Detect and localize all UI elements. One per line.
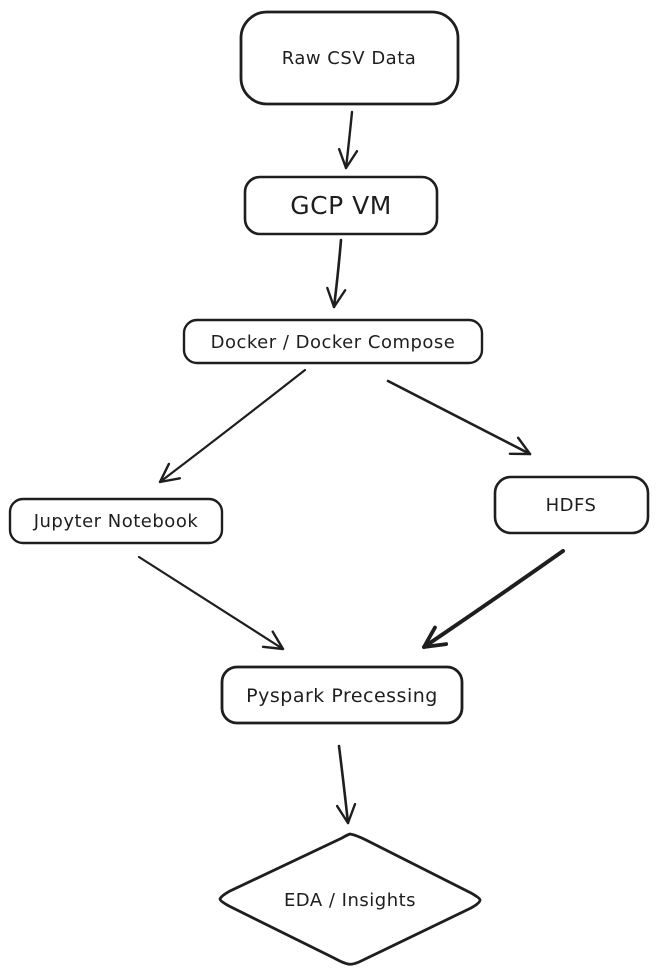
pyspark-precessing-box	[220, 665, 464, 725]
jupyter-notebook-box	[8, 497, 224, 545]
arrow-hdfs-to-pyspark	[422, 549, 565, 649]
eda-insights-label: EDA / Insights	[284, 890, 416, 911]
raw-csv-data-label: Raw CSV Data	[282, 48, 417, 69]
node-hdfs	[493, 475, 650, 535]
labels-layer: Raw CSV Data GCP VM Docker / Docker Comp…	[33, 48, 597, 911]
hdfs-label: HDFS	[546, 495, 597, 516]
node-eda-insights	[218, 832, 482, 966]
node-docker	[182, 318, 484, 365]
node-jupyter-notebook	[8, 497, 224, 545]
arrow-raw-csv-to-gcp-vm	[337, 110, 359, 170]
gcp-vm-box	[243, 175, 439, 236]
node-raw-csv-data	[239, 10, 460, 106]
docker-label: Docker / Docker Compose	[211, 332, 456, 353]
docker-box	[182, 318, 484, 365]
arrow-docker-to-jupyter	[158, 368, 307, 484]
pyspark-precessing-label: Pyspark Precessing	[246, 685, 438, 707]
node-pyspark-precessing	[220, 665, 464, 725]
arrow-pyspark-to-eda	[335, 744, 357, 825]
hdfs-box	[493, 475, 650, 535]
arrow-docker-to-hdfs	[386, 379, 532, 456]
arrow-gcp-vm-to-docker	[326, 238, 347, 309]
arrow-jupyter-to-pyspark	[137, 555, 285, 651]
eda-insights-diamond	[218, 832, 482, 966]
gcp-vm-label: GCP VM	[290, 191, 392, 220]
raw-csv-data-box	[239, 10, 460, 106]
jupyter-notebook-label: Jupyter Notebook	[33, 511, 199, 532]
node-gcp-vm	[243, 175, 439, 236]
edges-layer	[137, 110, 565, 825]
nodes-layer	[8, 10, 650, 966]
